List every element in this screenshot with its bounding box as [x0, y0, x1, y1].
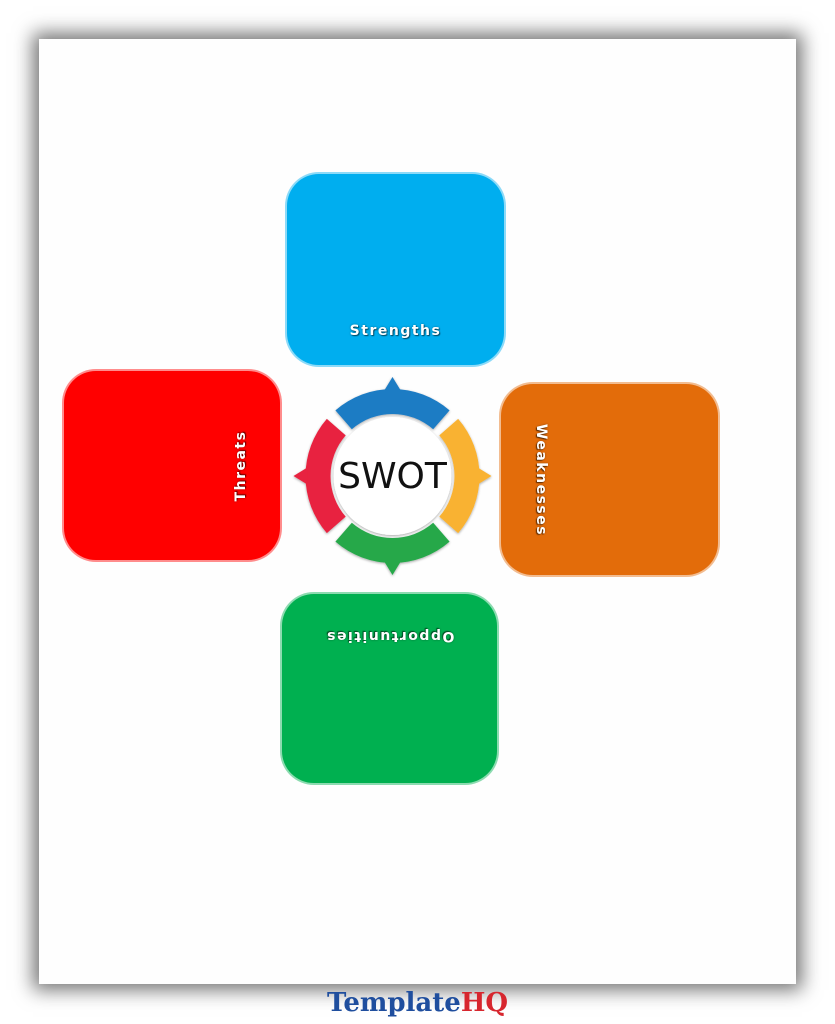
ring-segment-top	[335, 389, 450, 430]
ring-segment-bottom-arrow	[383, 560, 402, 575]
logo-text-template: Template	[326, 988, 461, 1018]
weaknesses-box: Weaknesses	[499, 382, 720, 577]
templatehq-logo: TemplateHQ	[0, 988, 835, 1018]
swot-ring	[293, 377, 492, 575]
ring-segment-right	[439, 418, 480, 534]
threats-box: Threats	[62, 369, 282, 562]
ring-segment-left	[305, 418, 346, 534]
swot-wheel: SWOT	[285, 365, 500, 587]
weaknesses-label: Weaknesses	[533, 423, 549, 536]
opportunities-box: Opportunities	[280, 592, 499, 785]
ring-segment-bottom	[335, 522, 450, 563]
ring-segment-top-arrow	[383, 377, 402, 392]
strengths-box: Strengths	[285, 172, 506, 367]
ring-segment-left-arrow	[293, 467, 308, 485]
strengths-label: Strengths	[349, 323, 442, 339]
ring-center-disc	[333, 417, 452, 535]
ring-segment-right-arrow	[477, 467, 492, 485]
opportunities-label: Opportunities	[325, 628, 454, 644]
threats-label: Threats	[233, 430, 250, 501]
logo-text-hq: HQ	[460, 988, 509, 1018]
